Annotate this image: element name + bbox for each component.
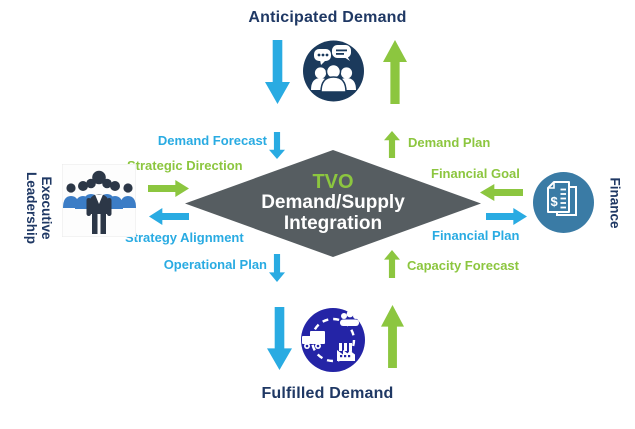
supply-chain-cycle-icon [296, 303, 370, 377]
tvo-label: TVO [312, 171, 354, 194]
financial-goal-label: Financial Goal [431, 166, 520, 181]
arrow-down-icon [267, 307, 292, 370]
financial-plan-arrow-right-icon [486, 208, 527, 225]
financial-goal-arrow-left-icon [480, 184, 523, 201]
arrow-up-icon [381, 305, 404, 368]
strategy-alignment-label: Strategy Alignment [125, 230, 244, 245]
strategy-alignment-arrow-left-icon [149, 208, 189, 225]
financial-statement-icon: $ [529, 167, 598, 238]
demand-forecast-arrow-down-icon [269, 132, 285, 159]
demand-plan-arrow-up-icon [384, 131, 400, 158]
operational-plan-arrow-down-icon [269, 254, 285, 282]
discussion-group-icon [299, 36, 368, 105]
demand-supply-label: Demand/Supply [261, 192, 405, 214]
fulfilled-demand-title: Fulfilled Demand [261, 385, 394, 402]
executive-leadership-title: Executive Leadership [24, 171, 55, 245]
capacity-forecast-arrow-up-icon [384, 250, 400, 278]
demand-plan-label: Demand Plan [408, 135, 491, 150]
finance-title: Finance [607, 177, 623, 229]
strategic-direction-label: Strategic Direction [127, 158, 243, 173]
capacity-forecast-label: Capacity Forecast [407, 258, 519, 273]
arrow-up-icon [383, 40, 407, 104]
integration-label: Integration [283, 213, 383, 234]
strategic-direction-arrow-right-icon [148, 180, 189, 197]
arrow-down-icon [265, 40, 290, 104]
operational-plan-label: Operational Plan [163, 257, 267, 272]
svg-text:$: $ [551, 194, 559, 209]
leadership-team-icon [62, 164, 136, 237]
financial-plan-label: Financial Plan [432, 228, 520, 243]
anticipated-demand-title: Anticipated Demand [248, 9, 407, 26]
demand-forecast-label: Demand Forecast [157, 133, 267, 148]
